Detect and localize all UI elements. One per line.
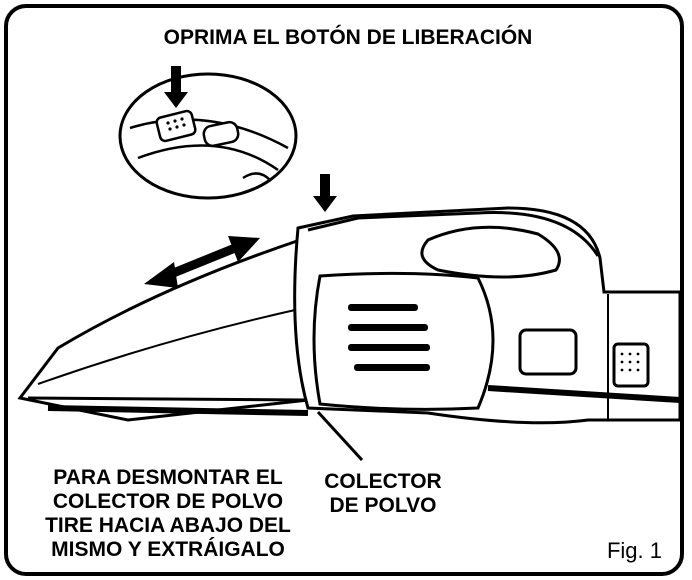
- grip-texture: [620, 352, 640, 372]
- figure-frame: OPRIMA EL BOTÓN DE LIBERACIÓN COLECTOR D…: [4, 4, 684, 576]
- instruction-line: PARA DESMONTAR EL: [53, 466, 283, 489]
- removal-instructions: PARA DESMONTAR EL COLECTOR DE POLVO TIRE…: [18, 466, 318, 562]
- release-button-title: OPRIMA EL BOTÓN DE LIBERACIÓN: [163, 26, 533, 49]
- press-down-arrow-icon: [313, 174, 337, 212]
- hand-vacuum: [17, 206, 680, 425]
- collector-leader-line: [316, 410, 364, 462]
- instruction-line: COLECTOR DE POLVO: [52, 490, 284, 513]
- slide-direction-arrow-icon: [144, 236, 260, 288]
- figure-label: Fig. 1: [606, 538, 662, 563]
- release-button-inset: [118, 72, 298, 200]
- instruction-line: TIRE HACIA ABAJO DEL: [45, 514, 291, 537]
- vent-slots: [348, 304, 430, 371]
- instruction-line: MISMO Y EXTRÁIGALO: [51, 538, 285, 561]
- press-down-arrow-icon: [164, 66, 188, 108]
- vacuum-illustration: [17, 66, 680, 462]
- collector-label-line: DE POLVO: [329, 494, 437, 517]
- dust-collector-label: COLECTOR DE POLVO: [308, 470, 458, 518]
- collector-label-line: COLECTOR: [324, 470, 442, 493]
